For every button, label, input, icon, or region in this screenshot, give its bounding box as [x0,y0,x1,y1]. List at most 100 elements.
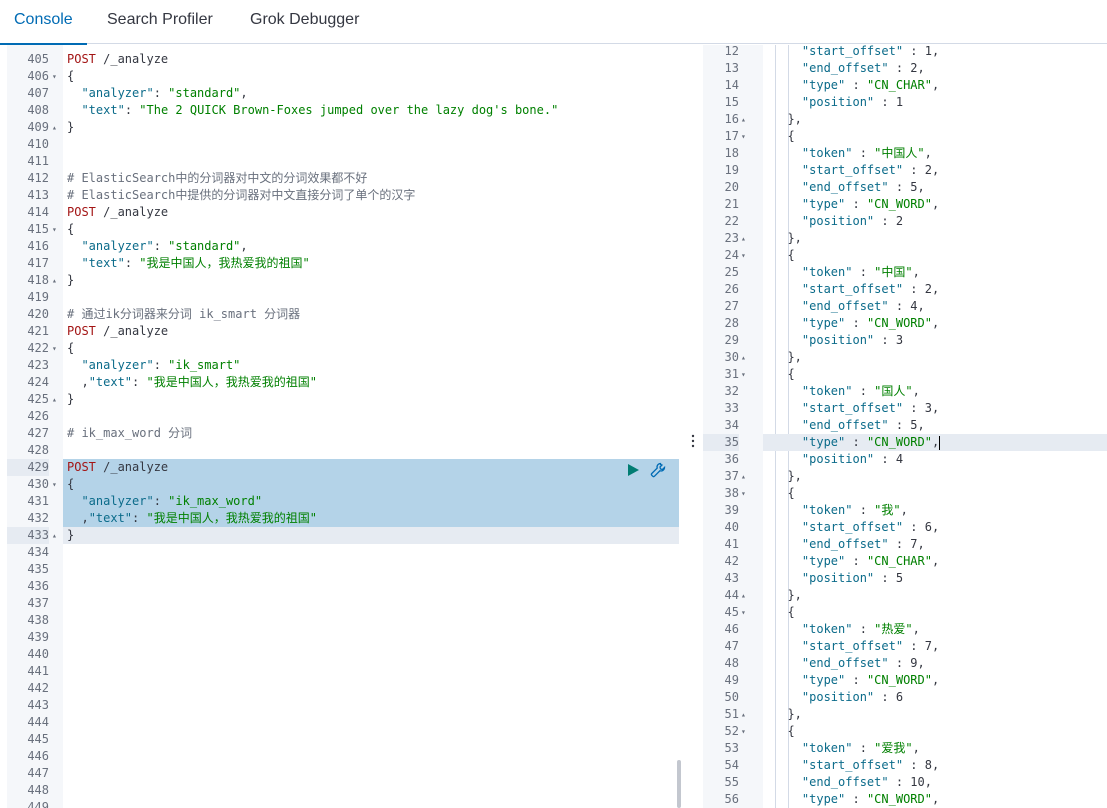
code-text[interactable]: "position" : 3 [773,332,903,349]
output-line[interactable]: 16▴ }, [703,111,1107,128]
output-line[interactable]: 39 "token" : "我", [703,502,1107,519]
fold-caret-down-icon[interactable]: ▾ [741,727,746,736]
fold-caret-down-icon[interactable]: ▾ [52,72,57,81]
fold-caret-up-icon[interactable]: ▴ [52,123,57,132]
editor-line[interactable]: 439 [7,629,679,646]
code-text[interactable]: "type" : "CN_WORD", [773,196,939,213]
play-icon[interactable] [626,463,640,477]
fold-caret-up-icon[interactable]: ▴ [741,591,746,600]
fold-caret-down-icon[interactable]: ▾ [741,251,746,260]
code-text[interactable]: "start_offset" : 3, [773,400,939,417]
output-line[interactable]: 45▾ { [703,604,1107,621]
output-line[interactable]: 29 "position" : 3 [703,332,1107,349]
code-text[interactable]: "token" : "国人", [773,383,920,400]
code-text[interactable]: "token" : "中国", [773,264,920,281]
output-line[interactable]: 36 "position" : 4 [703,451,1107,468]
editor-line[interactable]: 427# ik_max_word 分词 [7,425,679,442]
code-text[interactable]: "position" : 1 [773,94,903,111]
fold-caret-up-icon[interactable]: ▴ [741,115,746,124]
editor-line[interactable]: 441 [7,663,679,680]
fold-caret-down-icon[interactable]: ▾ [741,370,746,379]
code-text[interactable]: } [67,391,74,408]
output-line[interactable]: 20 "end_offset" : 5, [703,179,1107,196]
code-text[interactable]: } [67,272,74,289]
code-text[interactable]: "type" : "CN_CHAR", [773,553,939,570]
code-text[interactable]: "token" : "我", [773,502,908,519]
code-text[interactable]: { [67,68,74,85]
code-text[interactable]: "type" : "CN_WORD", [773,791,939,808]
editor-line[interactable]: 446 [7,748,679,765]
code-text[interactable]: { [773,485,794,502]
editor-line[interactable]: 437 [7,595,679,612]
output-line[interactable]: 47 "start_offset" : 7, [703,638,1107,655]
output-line[interactable]: 35 "type" : "CN_WORD", [703,434,1107,451]
fold-caret-down-icon[interactable]: ▾ [741,132,746,141]
output-line[interactable]: 17▾ { [703,128,1107,145]
editor-line[interactable]: 419 [7,289,679,306]
editor-line[interactable]: 432 ,"text": "我是中国人，我热爱我的祖国" [7,510,679,527]
editor-line[interactable]: 448 [7,782,679,799]
code-text[interactable]: "type" : "CN_WORD", [773,672,939,689]
code-text[interactable]: "token" : "爱我", [773,740,920,757]
editor-line[interactable]: 418▴} [7,272,679,289]
editor-line[interactable]: 408 "text": "The 2 QUICK Brown-Foxes jum… [7,102,679,119]
fold-caret-up-icon[interactable]: ▴ [741,353,746,362]
code-text[interactable]: { [67,340,74,357]
output-line[interactable]: 12 "start_offset" : 1, [703,45,1107,60]
editor-line[interactable]: 436 [7,578,679,595]
output-line[interactable]: 15 "position" : 1 [703,94,1107,111]
code-text[interactable]: }, [773,587,801,604]
output-line[interactable]: 28 "type" : "CN_WORD", [703,315,1107,332]
code-text[interactable]: "start_offset" : 2, [773,281,939,298]
output-line[interactable]: 19 "start_offset" : 2, [703,162,1107,179]
editor-line[interactable]: 445 [7,731,679,748]
fold-caret-down-icon[interactable]: ▾ [741,489,746,498]
code-text[interactable]: ,"text": "我是中国人，我热爱我的祖国" [67,374,317,391]
editor-line[interactable]: 430▾{ [7,476,679,493]
editor-line[interactable]: 438 [7,612,679,629]
output-line[interactable]: 51▴ }, [703,706,1107,723]
code-text[interactable]: "analyzer": "standard", [67,85,247,102]
fold-caret-up-icon[interactable]: ▴ [741,234,746,243]
editor-line[interactable]: 420# 通过ik分词器来分词 ik_smart 分词器 [7,306,679,323]
output-line[interactable]: 24▾ { [703,247,1107,264]
output-line[interactable]: 43 "position" : 5 [703,570,1107,587]
editor-line[interactable]: 416 "analyzer": "standard", [7,238,679,255]
output-line[interactable]: 41 "end_offset" : 7, [703,536,1107,553]
code-text[interactable]: # ElasticSearch中提供的分词器对中文直接分词了单个的汉字 [67,187,415,204]
output-line[interactable]: 42 "type" : "CN_CHAR", [703,553,1107,570]
output-line[interactable]: 32 "token" : "国人", [703,383,1107,400]
output-line[interactable]: 14 "type" : "CN_CHAR", [703,77,1107,94]
code-text[interactable]: "analyzer": "ik_smart" [67,357,240,374]
code-text[interactable]: "position" : 4 [773,451,903,468]
code-text[interactable]: { [773,247,794,264]
editor-line[interactable]: 407 "analyzer": "standard", [7,85,679,102]
code-text[interactable]: { [773,366,794,383]
editor-scrollbar[interactable] [677,760,681,808]
tab-search-profiler[interactable]: Search Profiler [107,11,213,28]
output-line[interactable]: 52▾ { [703,723,1107,740]
code-text[interactable]: "end_offset" : 5, [773,179,925,196]
editor-line[interactable]: 449 [7,799,679,808]
response-output[interactable]: 12 "start_offset" : 1,13 "end_offset" : … [703,45,1107,808]
code-text[interactable]: "end_offset" : 2, [773,60,925,77]
code-text[interactable]: "start_offset" : 1, [773,45,939,60]
output-lines[interactable]: 12 "start_offset" : 1,13 "end_offset" : … [703,45,1107,808]
code-text[interactable]: "text": "The 2 QUICK Brown-Foxes jumped … [67,102,558,119]
output-line[interactable]: 31▾ { [703,366,1107,383]
output-line[interactable]: 33 "start_offset" : 3, [703,400,1107,417]
output-line[interactable]: 38▾ { [703,485,1107,502]
editor-line[interactable]: 413# ElasticSearch中提供的分词器对中文直接分词了单个的汉字 [7,187,679,204]
output-line[interactable]: 25 "token" : "中国", [703,264,1107,281]
output-line[interactable]: 26 "start_offset" : 2, [703,281,1107,298]
code-text[interactable]: "end_offset" : 10, [773,774,932,791]
editor-line[interactable]: 426 [7,408,679,425]
editor-line[interactable]: 406▾{ [7,68,679,85]
output-line[interactable]: 48 "end_offset" : 9, [703,655,1107,672]
code-text[interactable]: POST /_analyze [67,459,168,476]
code-text[interactable]: "analyzer": "ik_max_word" [67,493,262,510]
